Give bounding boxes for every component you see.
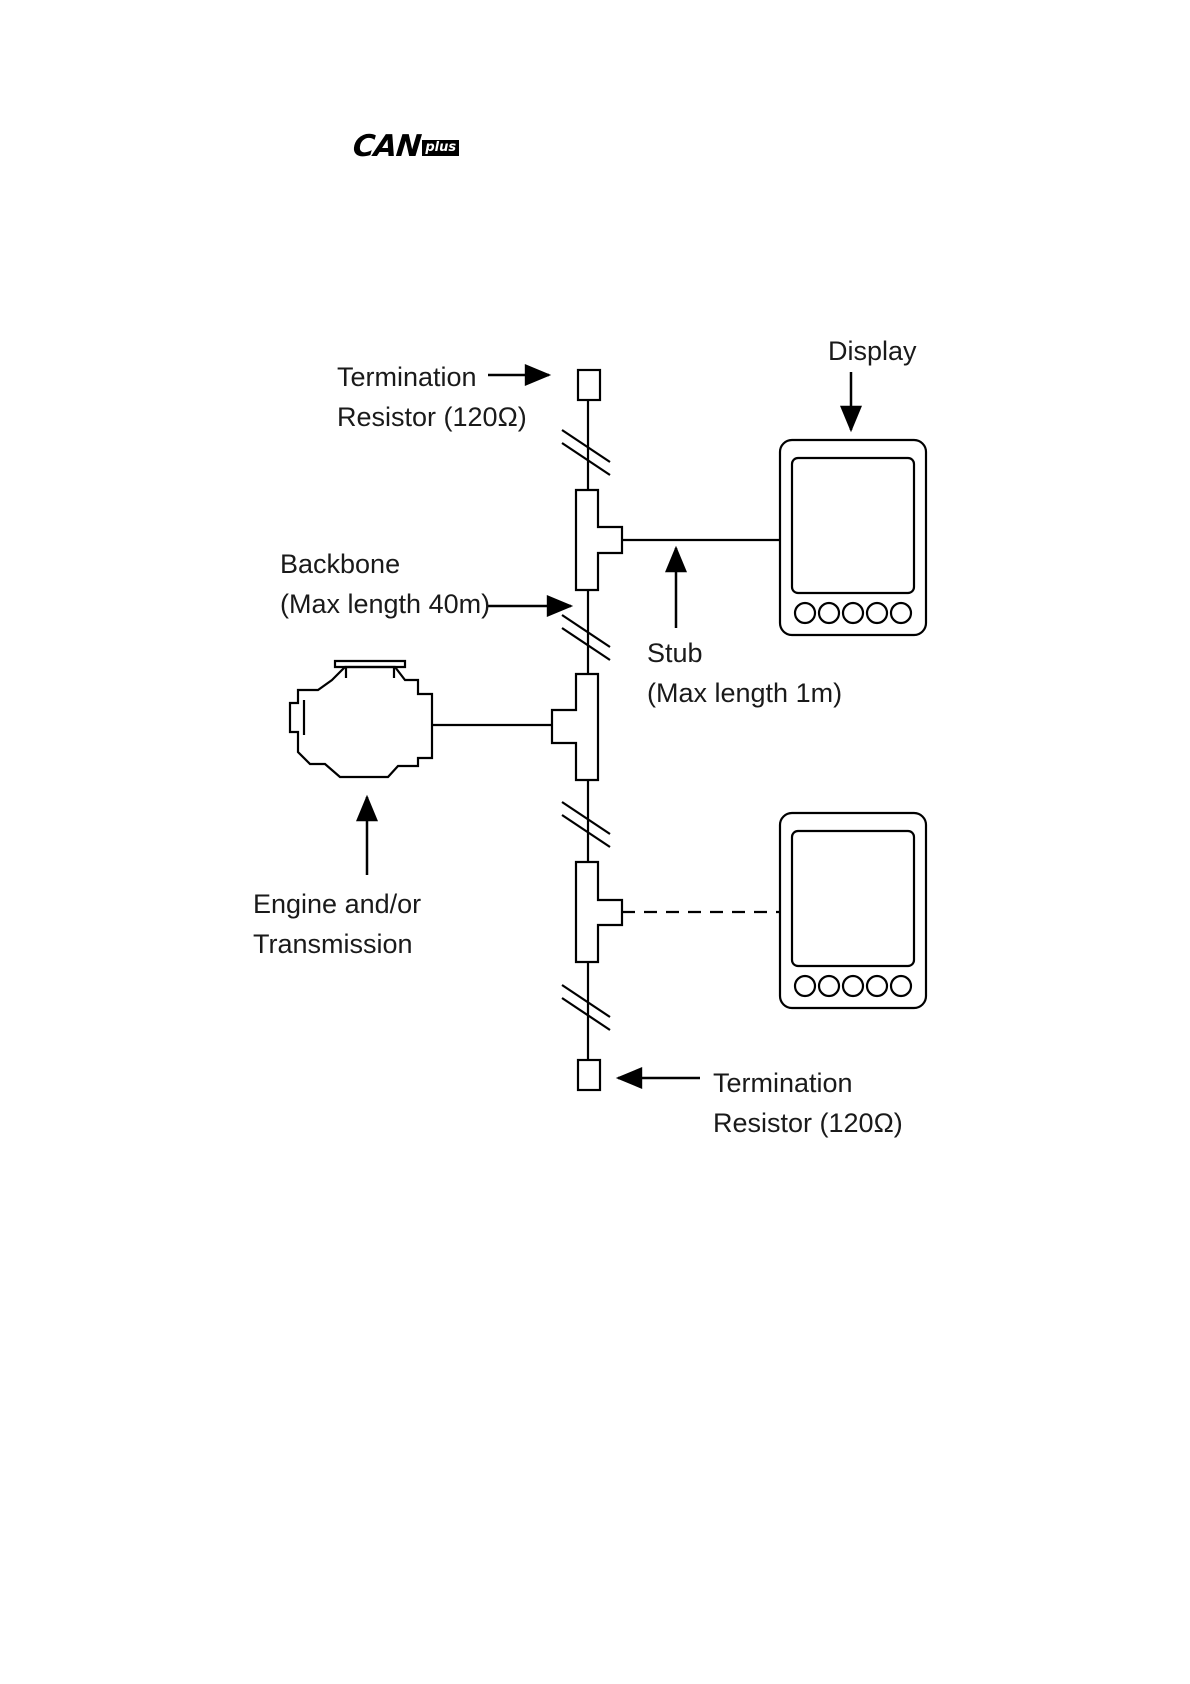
- engine-icon: [290, 661, 432, 777]
- label-engine-line2: Transmission: [253, 929, 413, 959]
- t-connector-2: [552, 674, 598, 780]
- termination-resistor-bottom: [578, 1060, 600, 1090]
- label-stub-line2: (Max length 1m): [647, 678, 842, 708]
- t-connector-3: [576, 862, 622, 962]
- label-backbone-line1: Backbone: [280, 549, 400, 579]
- label-termination-bottom-line2: Resistor (120Ω): [713, 1108, 903, 1138]
- break-mark: [562, 802, 610, 847]
- termination-resistor-top: [578, 370, 600, 400]
- label-display: Display: [828, 336, 917, 366]
- display-device-2: [780, 813, 926, 1008]
- t-connector-1: [576, 490, 622, 590]
- label-stub-line1: Stub: [647, 638, 703, 668]
- break-mark: [562, 615, 610, 660]
- label-backbone-line2: (Max length 40m): [280, 589, 490, 619]
- break-mark: [562, 430, 610, 475]
- label-termination-top-line1: Termination: [337, 362, 477, 392]
- label-termination-bottom-line1: Termination: [713, 1068, 853, 1098]
- display-device-1: [780, 440, 926, 635]
- label-termination-top-line2: Resistor (120Ω): [337, 402, 527, 432]
- label-engine-line1: Engine and/or: [253, 889, 421, 919]
- break-mark: [562, 985, 610, 1030]
